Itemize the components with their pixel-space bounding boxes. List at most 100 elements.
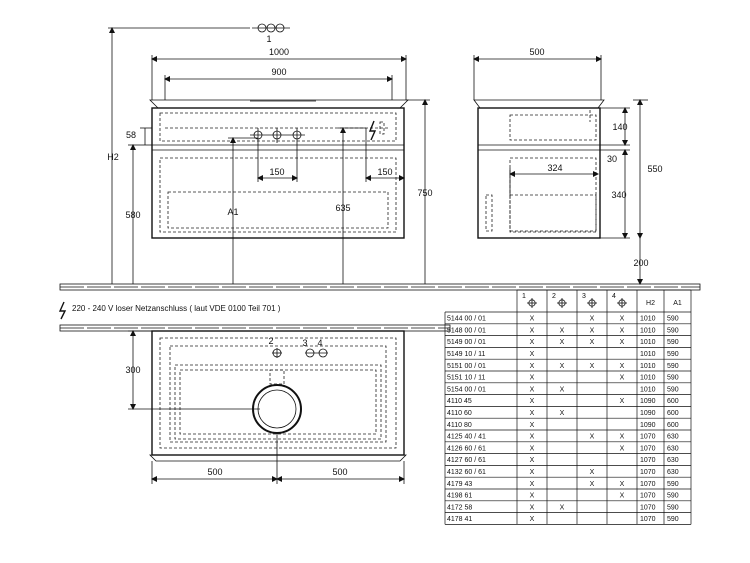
row-cell: X xyxy=(530,398,535,405)
connection-symbol-icon xyxy=(617,298,627,308)
row-cell: X xyxy=(530,504,535,511)
row-cell: X xyxy=(530,493,535,500)
faucet-label: 1 xyxy=(266,34,271,44)
row-cell: 600 xyxy=(667,422,679,429)
row-cell: X xyxy=(590,363,595,370)
dim-340: 340 xyxy=(611,190,626,200)
row-cell: 1070 xyxy=(640,434,656,441)
plan-label-4: 4 xyxy=(317,338,322,348)
row-code: 4179 43 xyxy=(447,481,472,488)
row-code: 5151 00 / 01 xyxy=(447,363,486,370)
row-cell: X xyxy=(620,363,625,370)
row-cell: 1010 xyxy=(640,351,656,358)
row-cell: X xyxy=(590,481,595,488)
row-code: 4125 40 / 41 xyxy=(447,434,486,441)
row-cell: X xyxy=(620,327,625,334)
dim-200: 200 xyxy=(633,258,648,268)
row-cell: X xyxy=(590,316,595,323)
table-row: 5149 10 / 11 X 1010 590 xyxy=(447,351,679,358)
dim-30: 30 xyxy=(607,154,617,164)
header-4: 4 xyxy=(612,293,616,300)
row-cell: 590 xyxy=(667,386,679,393)
row-cell: 1010 xyxy=(640,316,656,323)
row-cell: 1090 xyxy=(640,422,656,429)
dim-1000: 1000 xyxy=(269,47,289,57)
drain-inner-icon xyxy=(257,389,297,429)
row-code: 5149 10 / 11 xyxy=(447,351,486,358)
row-cell: 630 xyxy=(667,445,679,452)
cabinet-plan-outline xyxy=(151,330,405,456)
row-cell: X xyxy=(590,327,595,334)
row-cell: 630 xyxy=(667,434,679,441)
row-cell: X xyxy=(530,457,535,464)
row-cell: 590 xyxy=(667,351,679,358)
row-cell: X xyxy=(560,327,565,334)
row-cell: X xyxy=(620,434,625,441)
dim-500-right: 500 xyxy=(332,467,347,477)
row-cell: 590 xyxy=(667,363,679,370)
dim-900: 900 xyxy=(271,67,286,77)
row-cell: 590 xyxy=(667,481,679,488)
row-cell: 630 xyxy=(667,469,679,476)
row-cell: 1070 xyxy=(640,504,656,511)
dim-H2: H2 xyxy=(107,152,119,162)
row-cell: X xyxy=(530,481,535,488)
dim-150-right: 150 xyxy=(377,167,392,177)
header-3: 3 xyxy=(582,293,586,300)
row-cell: X xyxy=(620,398,625,405)
row-code: 5144 00 / 01 xyxy=(447,316,486,323)
row-cell: X xyxy=(590,469,595,476)
row-cell: X xyxy=(560,386,565,393)
row-code: 4110 45 xyxy=(447,398,472,405)
row-cell: 1090 xyxy=(640,410,656,417)
row-cell: 590 xyxy=(667,493,679,500)
row-cell: 590 xyxy=(667,516,679,523)
row-cell: X xyxy=(530,445,535,452)
row-code: 4110 60 xyxy=(447,410,472,417)
dim-150-left: 150 xyxy=(269,167,284,177)
row-cell: 590 xyxy=(667,375,679,382)
dim-140: 140 xyxy=(612,122,627,132)
connection-symbol-icon xyxy=(587,298,597,308)
faucet-symbol-icon xyxy=(252,23,290,33)
row-cell: X xyxy=(530,434,535,441)
row-cell: X xyxy=(530,351,535,358)
row-cell: X xyxy=(530,316,535,323)
row-code: 4110 80 xyxy=(447,422,472,429)
row-code: 5149 00 / 01 xyxy=(447,339,486,346)
header-a1: A1 xyxy=(673,300,682,307)
row-cell: X xyxy=(620,445,625,452)
table-row: 4179 43 X X X 1070 590 xyxy=(447,481,679,488)
row-cell: 1070 xyxy=(640,516,656,523)
row-cell: X xyxy=(530,410,535,417)
connection-symbol-icon xyxy=(557,298,567,308)
row-cell: 590 xyxy=(667,327,679,334)
row-cell: X xyxy=(620,481,625,488)
row-cell: 1010 xyxy=(640,375,656,382)
row-cell: X xyxy=(620,493,625,500)
dim-58: 58 xyxy=(126,130,136,140)
row-cell: X xyxy=(530,339,535,346)
row-cell: X xyxy=(530,327,535,334)
row-cell: X xyxy=(620,339,625,346)
row-cell: X xyxy=(590,339,595,346)
row-cell: X xyxy=(530,422,535,429)
header-h2: H2 xyxy=(646,300,655,307)
row-cell: 1070 xyxy=(640,481,656,488)
row-cell: 590 xyxy=(667,504,679,511)
dim-300: 300 xyxy=(125,365,140,375)
power-icon xyxy=(58,301,67,320)
row-cell: X xyxy=(560,339,565,346)
connection-symbol-icon xyxy=(527,298,537,308)
side-view: 500 140 30 324 340 550 200 xyxy=(473,47,663,285)
row-code: 4198 61 xyxy=(447,493,472,500)
